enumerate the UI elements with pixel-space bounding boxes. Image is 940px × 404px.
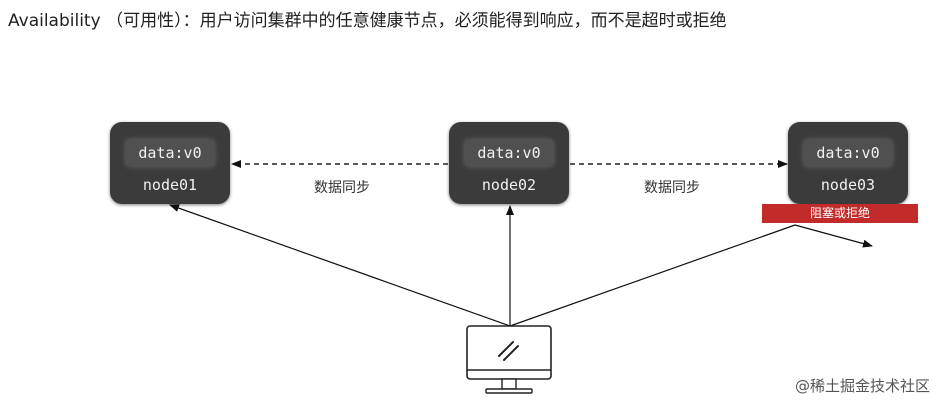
node02-name: node02 (481, 176, 537, 194)
watermark: @稀土掘金技术社区 (794, 377, 930, 395)
node01-name: node01 (142, 176, 198, 194)
blocked-badge: 阻塞或拒绝 (762, 204, 918, 223)
page-title: Availability （可用性）：用户访问集群中的任意健康节点，必须能得到响… (8, 11, 727, 31)
request-line-node01 (169, 204, 511, 327)
node-node02: data:v0 node02 (449, 122, 569, 204)
node01-data-label: data:v0 (126, 140, 214, 166)
request-line-node03 (509, 224, 796, 327)
node03-name: node03 (820, 176, 876, 194)
rejected-line (794, 224, 873, 248)
sync-label-2: 数据同步 (644, 180, 700, 196)
sync-label-1: 数据同步 (314, 180, 370, 196)
node02-data-label: data:v0 (465, 140, 553, 166)
monitor-icon (466, 325, 552, 394)
node03-data-label: data:v0 (804, 140, 892, 166)
node-node03: data:v0 node03 (788, 122, 908, 204)
node-node01: data:v0 node01 (110, 122, 230, 204)
